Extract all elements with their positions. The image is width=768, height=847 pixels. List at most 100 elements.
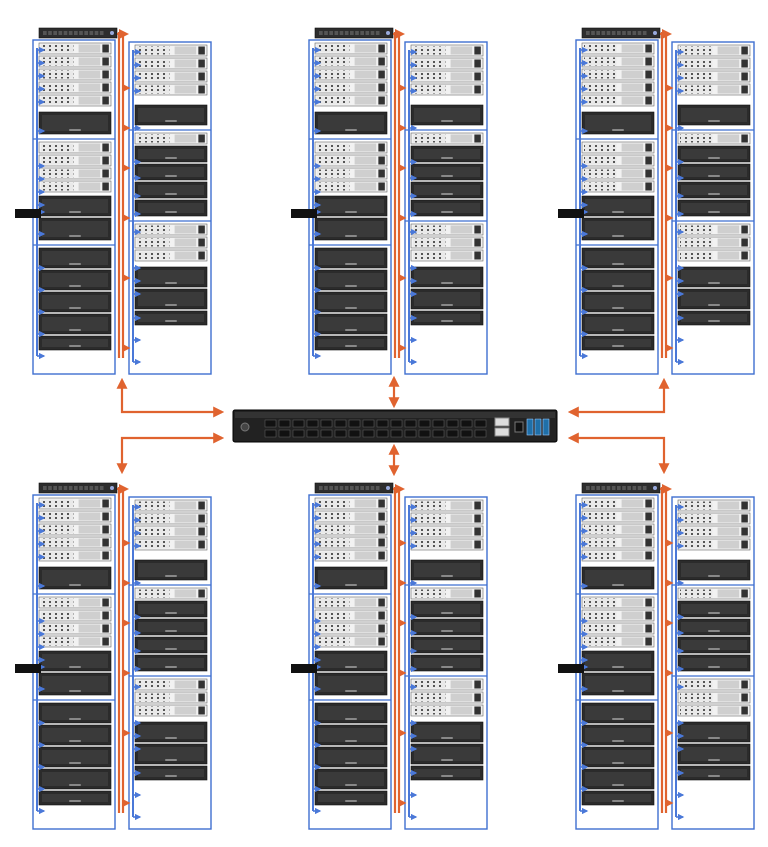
pod-bottom-left	[15, 482, 212, 830]
storage-server-icon	[677, 104, 751, 126]
server-icon	[581, 549, 655, 562]
storage-server-icon	[410, 765, 484, 781]
server-icon	[314, 42, 388, 55]
server-icon	[410, 678, 484, 691]
server-icon	[677, 57, 751, 70]
internal-cabling	[312, 501, 322, 815]
server-icon	[134, 525, 208, 538]
storage-server-icon	[677, 721, 751, 743]
server-icon	[134, 704, 208, 717]
core-switch	[232, 409, 558, 443]
server-icon	[38, 55, 112, 68]
storage-server-icon	[38, 768, 112, 790]
server-icon	[410, 223, 484, 236]
storage-server-icon	[677, 636, 751, 654]
storage-server-icon	[38, 313, 112, 335]
internal-cabling	[36, 501, 46, 815]
server-icon	[410, 499, 484, 512]
tor-switch-icon	[314, 482, 394, 494]
storage-server-icon	[134, 310, 208, 326]
storage-server-icon	[314, 217, 388, 241]
storage-server-icon	[134, 765, 208, 781]
storage-server-icon	[677, 600, 751, 618]
server-icon	[314, 635, 388, 648]
storage-server-icon	[314, 291, 388, 313]
server-icon	[677, 132, 751, 145]
internal-cabling	[408, 48, 418, 366]
storage-server-icon	[677, 559, 751, 581]
server-icon	[38, 68, 112, 81]
storage-server-icon	[677, 288, 751, 310]
server-icon	[134, 223, 208, 236]
storage-server-icon	[134, 559, 208, 581]
management-cable-icon	[15, 664, 41, 673]
pod-top-center	[291, 27, 488, 375]
management-cable-icon	[291, 664, 317, 673]
server-icon	[410, 587, 484, 600]
rack-icon	[404, 496, 488, 830]
server-icon	[581, 55, 655, 68]
storage-server-icon	[134, 199, 208, 217]
server-icon	[677, 44, 751, 57]
server-icon	[581, 81, 655, 94]
storage-server-icon	[38, 672, 112, 696]
internal-cabling	[579, 46, 589, 360]
server-icon	[581, 536, 655, 549]
storage-server-icon	[677, 181, 751, 199]
rack-icon	[404, 41, 488, 375]
storage-server-icon	[581, 313, 655, 335]
storage-server-icon	[314, 702, 388, 724]
server-icon	[38, 635, 112, 648]
server-icon	[581, 622, 655, 635]
server-icon	[314, 497, 388, 510]
storage-server-icon	[134, 618, 208, 636]
management-cable-icon	[15, 209, 41, 218]
storage-server-icon	[677, 765, 751, 781]
storage-server-icon	[581, 111, 655, 135]
server-icon	[581, 141, 655, 154]
storage-server-icon	[677, 618, 751, 636]
storage-server-icon	[38, 746, 112, 768]
server-icon	[38, 523, 112, 536]
server-icon	[677, 249, 751, 262]
server-icon	[314, 154, 388, 167]
server-icon	[134, 512, 208, 525]
storage-server-icon	[410, 199, 484, 217]
server-icon	[677, 512, 751, 525]
server-icon	[38, 81, 112, 94]
storage-server-icon	[581, 672, 655, 696]
server-icon	[134, 70, 208, 83]
storage-server-icon	[134, 104, 208, 126]
management-cable-icon	[558, 664, 584, 673]
server-icon	[134, 57, 208, 70]
server-icon	[38, 536, 112, 549]
storage-server-icon	[134, 288, 208, 310]
rack-icon	[671, 496, 755, 830]
storage-server-icon	[410, 559, 484, 581]
uplink-cabling	[660, 484, 674, 813]
server-icon	[410, 132, 484, 145]
rack-icon	[575, 39, 659, 375]
server-icon	[134, 44, 208, 57]
tor-switch-icon	[314, 27, 394, 39]
rack-icon	[308, 39, 392, 375]
storage-server-icon	[410, 288, 484, 310]
rack-icon	[308, 494, 392, 830]
server-icon	[581, 154, 655, 167]
server-icon	[410, 70, 484, 83]
server-icon	[410, 525, 484, 538]
storage-server-icon	[314, 724, 388, 746]
storage-server-icon	[677, 743, 751, 765]
server-icon	[314, 523, 388, 536]
storage-server-icon	[38, 291, 112, 313]
management-cable-icon	[558, 209, 584, 218]
server-icon	[581, 523, 655, 536]
storage-server-icon	[581, 790, 655, 806]
server-icon	[38, 167, 112, 180]
rack-icon	[575, 494, 659, 830]
storage-server-icon	[410, 721, 484, 743]
storage-server-icon	[38, 195, 112, 217]
rack-icon	[671, 41, 755, 375]
storage-server-icon	[38, 335, 112, 351]
storage-server-icon	[677, 310, 751, 326]
